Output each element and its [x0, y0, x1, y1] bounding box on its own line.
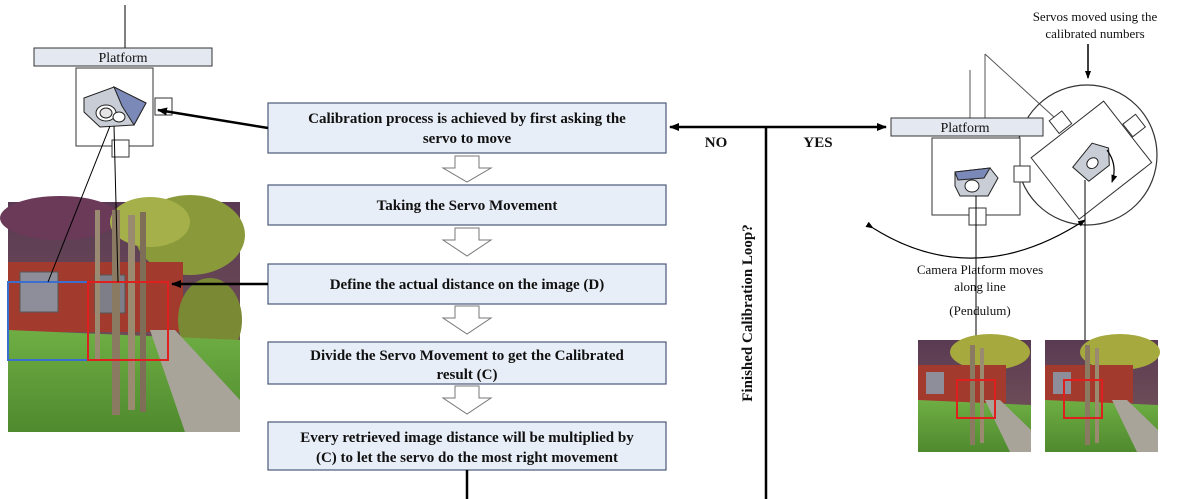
- right-platform-label: Platform: [941, 121, 990, 136]
- thumbnail-photo-1: [918, 334, 1031, 452]
- right-pendulum-rod-tilted: [984, 53, 1056, 119]
- left-photo: [0, 195, 245, 432]
- step-1-line-1: Calibration process is achieved by first…: [308, 111, 626, 127]
- flow-arrow-4: [441, 385, 493, 415]
- step-4-line-1: Divide the Servo Movement to get the Cal…: [310, 348, 624, 364]
- no-label: NO: [705, 135, 728, 151]
- step-2-line-1: Taking the Servo Movement: [377, 198, 558, 214]
- left-platform-bar: [33, 47, 213, 67]
- left-platform-group: Platform: [33, 5, 213, 158]
- decision-label: Finished Calibration Loop?: [740, 224, 756, 402]
- left-platform-label: Platform: [99, 51, 148, 66]
- step-5-box: [267, 421, 667, 471]
- servos-note-line-1: Servos moved using the: [1033, 9, 1158, 24]
- thumbnail-photo-2: [1045, 334, 1160, 452]
- servos-note-line-2: calibrated numbers: [1045, 26, 1144, 41]
- rotated-platform: [1030, 100, 1153, 220]
- step-4-box: [267, 341, 667, 385]
- flow-arrow-3: [441, 305, 493, 335]
- projection-line-red: [113, 125, 119, 283]
- step-3-box: [267, 263, 667, 305]
- right-panel: Servos moved using the calibrated number…: [865, 9, 1160, 452]
- red-frame-box: [87, 281, 169, 361]
- swing-arc: [865, 219, 1086, 259]
- flow-arrow-2: [441, 227, 493, 257]
- step-5-line-1: Every retrieved image distance will be m…: [300, 430, 634, 446]
- decision-group: NO YES Finished Calibration Loop?: [669, 123, 887, 499]
- projection-line-blue: [47, 125, 111, 283]
- pendulum-line-3: (Pendulum): [949, 303, 1010, 318]
- pendulum-line-1: Camera Platform moves: [917, 262, 1043, 277]
- yes-label: YES: [803, 135, 832, 151]
- step-5-line-2: (C) to let the servo do the most right m…: [316, 450, 618, 466]
- step1-to-servo-arrow: [157, 107, 269, 130]
- step-1-box: [267, 102, 667, 154]
- step-3-line-1: Define the actual distance on the image …: [330, 277, 605, 293]
- step-1-line-2: servo to move: [423, 131, 512, 147]
- right-servo-bottom: [968, 207, 987, 226]
- left-camera-icon: [83, 85, 147, 128]
- pendulum-line-2: along line: [954, 279, 1006, 294]
- rotation-arrow: [1106, 149, 1118, 183]
- right-camera-icon: [954, 167, 999, 197]
- step-4-line-2: result (C): [437, 367, 498, 383]
- right-servo-side: [1013, 165, 1031, 183]
- flow-arrow-1: [441, 155, 493, 183]
- right-platform-bar: [890, 117, 1044, 137]
- step-2-box: [267, 184, 667, 226]
- flow-steps: Calibration process is achieved by first…: [267, 102, 667, 471]
- left-servo-bottom: [111, 139, 130, 158]
